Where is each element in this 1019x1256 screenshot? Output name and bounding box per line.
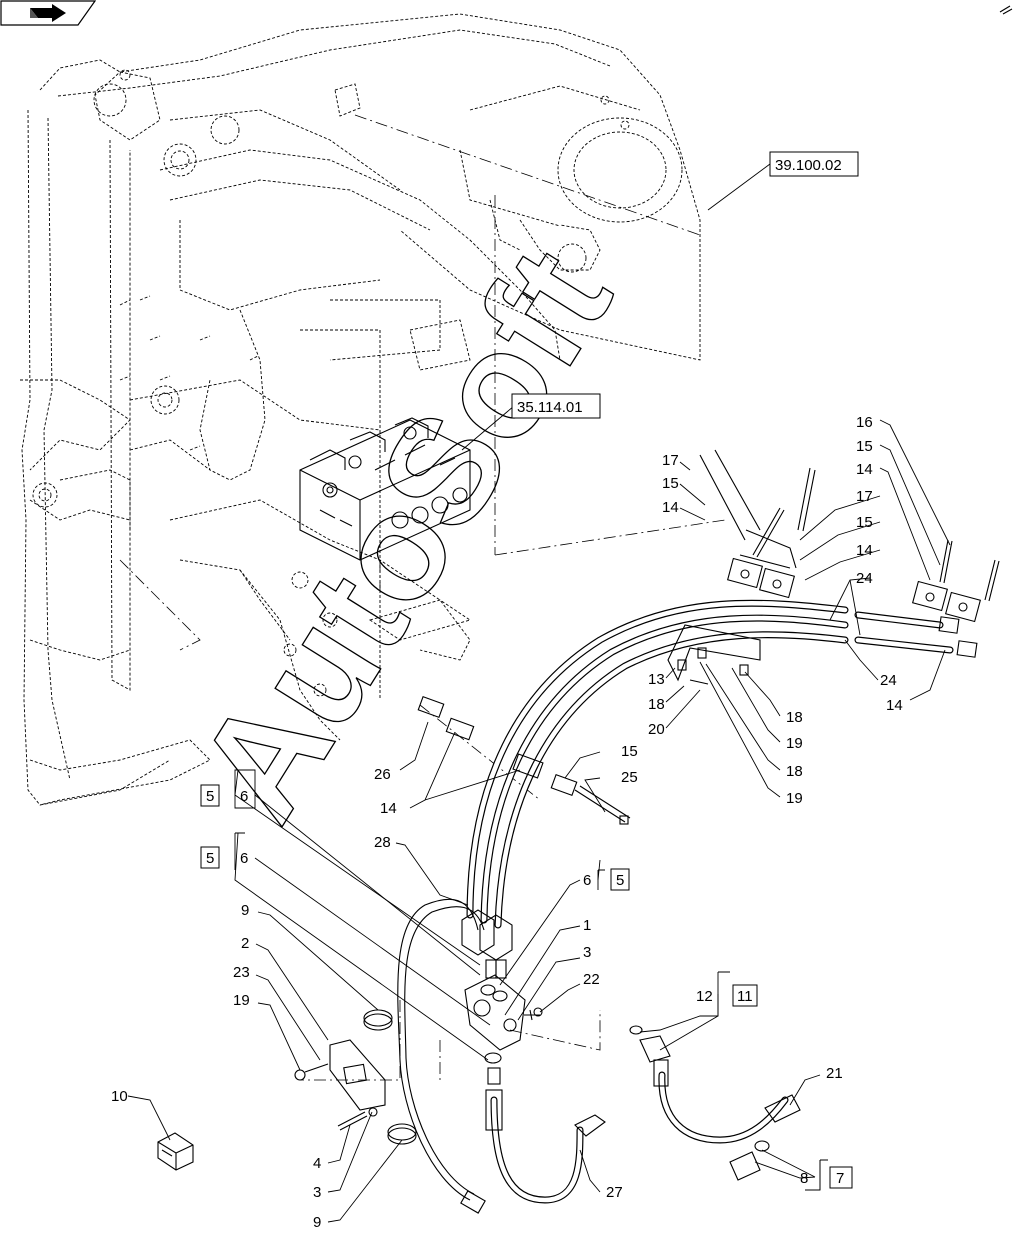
callout: 20 <box>648 721 665 738</box>
svg-text:7: 7 <box>836 1170 844 1187</box>
callout: 19 <box>233 992 250 1009</box>
boxed-callout-7: 7 <box>829 1166 853 1189</box>
hose-lines-lower <box>397 898 801 1214</box>
callout: 24 <box>880 672 897 689</box>
nav-back-tab[interactable] <box>0 0 97 26</box>
corner-mark <box>999 5 1013 15</box>
boxed-callout-5: 5 <box>200 846 220 869</box>
hose-lines-upper <box>466 599 978 929</box>
reference-35-114-01[interactable]: 35.114.01 <box>511 393 601 419</box>
reference-label: 35.114.01 <box>517 399 583 416</box>
svg-text:5: 5 <box>206 788 214 805</box>
callout: 19 <box>786 735 803 752</box>
phantom-center-lines <box>119 114 726 1081</box>
callout: 6 <box>240 788 248 805</box>
callout: 21 <box>826 1065 843 1082</box>
callout: 17 <box>662 452 679 469</box>
misc-hardware <box>157 1009 417 1171</box>
boxed-callout-5: 5 <box>200 784 220 807</box>
callout: 14 <box>856 542 873 559</box>
callout: 28 <box>374 834 391 851</box>
reference-label: 39.100.02 <box>775 157 842 174</box>
callout: 18 <box>648 696 665 713</box>
callout: 1 <box>583 917 591 934</box>
boxed-callout-11: 11 <box>732 984 758 1007</box>
callout: 10 <box>111 1088 128 1105</box>
callout: 25 <box>621 769 638 786</box>
svg-text:5: 5 <box>206 850 214 867</box>
callout: 15 <box>662 475 679 492</box>
callout: 3 <box>583 944 591 961</box>
callout: 14 <box>856 461 873 478</box>
valve-fitting-assembly <box>461 909 543 1085</box>
callout: 24 <box>856 570 873 587</box>
callout: 18 <box>786 763 803 780</box>
leader-lines <box>127 163 951 1223</box>
callout: 6 <box>583 872 591 889</box>
control-valve-block <box>299 417 471 561</box>
svg-text:11: 11 <box>737 988 753 1005</box>
arrow-right-icon <box>30 4 66 22</box>
callout: 22 <box>583 971 600 988</box>
callout: 14 <box>380 800 397 817</box>
callout: 15 <box>856 438 873 455</box>
callout: 19 <box>786 790 803 807</box>
callout: 14 <box>662 499 679 516</box>
callout: 14 <box>886 697 903 714</box>
loader-frame-phantom <box>20 13 701 806</box>
callout: 8 <box>800 1170 808 1187</box>
callout: 23 <box>233 964 250 981</box>
callout: 13 <box>648 671 665 688</box>
callout: 18 <box>786 709 803 726</box>
callout: 16 <box>856 414 873 431</box>
clamp-blocks-upper <box>699 449 1000 623</box>
callout: 4 <box>313 1155 321 1172</box>
callout: 15 <box>856 514 873 531</box>
callout: 6 <box>240 850 248 867</box>
callout: 15 <box>621 743 638 760</box>
support-bracket <box>667 624 761 685</box>
callout: 9 <box>241 902 249 919</box>
callout: 2 <box>241 935 249 952</box>
clamp-parts-middle <box>417 695 631 825</box>
callout-group-brackets <box>234 769 828 1190</box>
callout: 9 <box>313 1214 321 1231</box>
callout: 3 <box>313 1184 321 1201</box>
callout: 12 <box>696 988 713 1005</box>
watermark: AutoSoft <box>165 221 643 847</box>
callout: 26 <box>374 766 391 783</box>
boxed-callout-5: 5 <box>610 868 630 891</box>
reference-39-100-02[interactable]: 39.100.02 <box>769 151 859 177</box>
svg-text:5: 5 <box>616 872 624 889</box>
callout: 17 <box>856 488 873 505</box>
callout-labels: 17 15 14 16 15 14 17 15 14 24 24 14 13 1… <box>111 414 903 1231</box>
callout: 27 <box>606 1184 623 1201</box>
